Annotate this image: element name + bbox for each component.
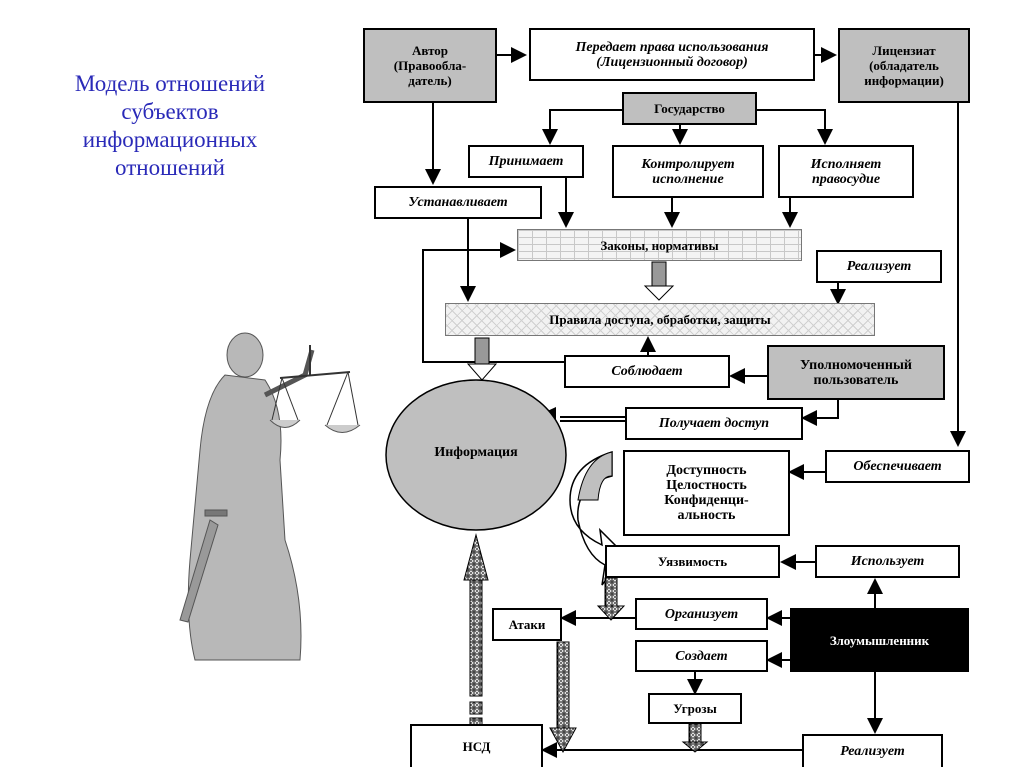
property-label: Доступность — [666, 463, 747, 478]
title-line: отношений — [115, 155, 225, 180]
authorized-user-label: пользователь — [813, 372, 899, 388]
lady-justice-icon — [179, 332, 361, 661]
complies-label: Соблюдает — [611, 364, 683, 379]
uses-box: Использует — [815, 545, 960, 578]
properties-box: Доступность Целостность Конфиденци- альн… — [623, 450, 790, 536]
licensee-box: Лицензиат (обладатель информации) — [838, 28, 970, 103]
laws-box: Законы, нормативы — [517, 229, 802, 261]
connector-lines — [422, 47, 966, 758]
authorized-user-box: Уполномоченный пользователь — [767, 345, 945, 400]
threats-label: Угрозы — [673, 701, 717, 716]
laws-label: Законы, нормативы — [600, 237, 719, 253]
justice-label: правосудие — [811, 171, 881, 187]
intruder-box: Злоумышленник — [790, 608, 969, 672]
ensures-label: Обеспечивает — [853, 459, 942, 474]
gets-access-label: Получает доступ — [658, 416, 770, 431]
establishes-label: Устанавливает — [408, 195, 508, 210]
title-line: Модель отношений — [74, 71, 266, 96]
author-label: датель) — [408, 73, 452, 88]
licensee-label: информации) — [864, 73, 944, 88]
establishes-box: Устанавливает — [374, 186, 542, 219]
justice-box: Исполняет правосудие — [778, 145, 914, 198]
transfer-label: Передает права использования — [575, 39, 769, 55]
information-ellipse — [385, 379, 567, 531]
uses-label: Использует — [850, 554, 925, 569]
block-arrow-icon — [466, 261, 675, 381]
justice-label: Исполняет — [810, 156, 882, 172]
vulnerability-label: Уязвимость — [657, 554, 728, 569]
title-line: субъектов — [121, 99, 219, 124]
intruder-label: Злоумышленник — [829, 632, 930, 648]
licensee-label: (обладатель — [869, 58, 939, 73]
ensures-box: Обеспечивает — [825, 450, 970, 483]
slide-title: Модель отношений субъектов информационны… — [30, 70, 310, 182]
adopts-label: Принимает — [488, 154, 564, 169]
author-box: Автор (Правообла- датель) — [363, 28, 497, 103]
controls-label: исполнение — [652, 171, 724, 187]
implements-bottom-box: Реализует — [802, 734, 943, 767]
implements-top-label: Реализует — [846, 259, 912, 274]
hatched-arrows — [463, 533, 709, 754]
implements-bottom-label: Реализует — [840, 744, 905, 759]
authorized-user-label: Уполномоченный — [800, 357, 912, 373]
licensee-label: Лицензиат — [872, 43, 936, 58]
transfer-label: (Лицензионный договор) — [596, 54, 748, 70]
threats-box: Угрозы — [648, 693, 742, 724]
title-line: информационных — [82, 127, 258, 152]
implements-top-box: Реализует — [816, 250, 942, 283]
curved-arrow-shade — [577, 451, 613, 501]
rules-box: Правила доступа, обработки, защиты — [445, 303, 875, 336]
organizes-box: Организует — [635, 598, 768, 630]
complies-box: Соблюдает — [564, 355, 730, 388]
property-label: Конфиденци- — [664, 493, 749, 508]
nsd-label: НСД — [462, 739, 491, 754]
author-label: Автор — [411, 43, 449, 58]
property-label: Целостность — [666, 478, 747, 493]
organizes-label: Организует — [664, 606, 739, 622]
property-label: альность — [677, 508, 736, 523]
adopts-box: Принимает — [468, 145, 584, 178]
gets-access-box: Получает доступ — [625, 407, 803, 440]
vulnerability-box: Уязвимость — [605, 545, 780, 578]
controls-label: Контролирует — [641, 156, 735, 172]
controls-box: Контролирует исполнение — [612, 145, 764, 198]
information-label: Информация — [434, 445, 518, 460]
creates-box: Создает — [635, 640, 768, 672]
rules-label: Правила доступа, обработки, защиты — [549, 312, 771, 327]
state-box: Государство — [622, 92, 757, 125]
author-label: (Правообла- — [393, 58, 467, 73]
attacks-box: Атаки — [492, 608, 562, 641]
attacks-label: Атаки — [508, 617, 546, 632]
creates-label: Создает — [675, 648, 728, 664]
transfer-rights-box: Передает права использования (Лицензионн… — [529, 28, 815, 81]
nsd-box: НСД — [410, 724, 543, 767]
state-label: Государство — [654, 101, 725, 116]
